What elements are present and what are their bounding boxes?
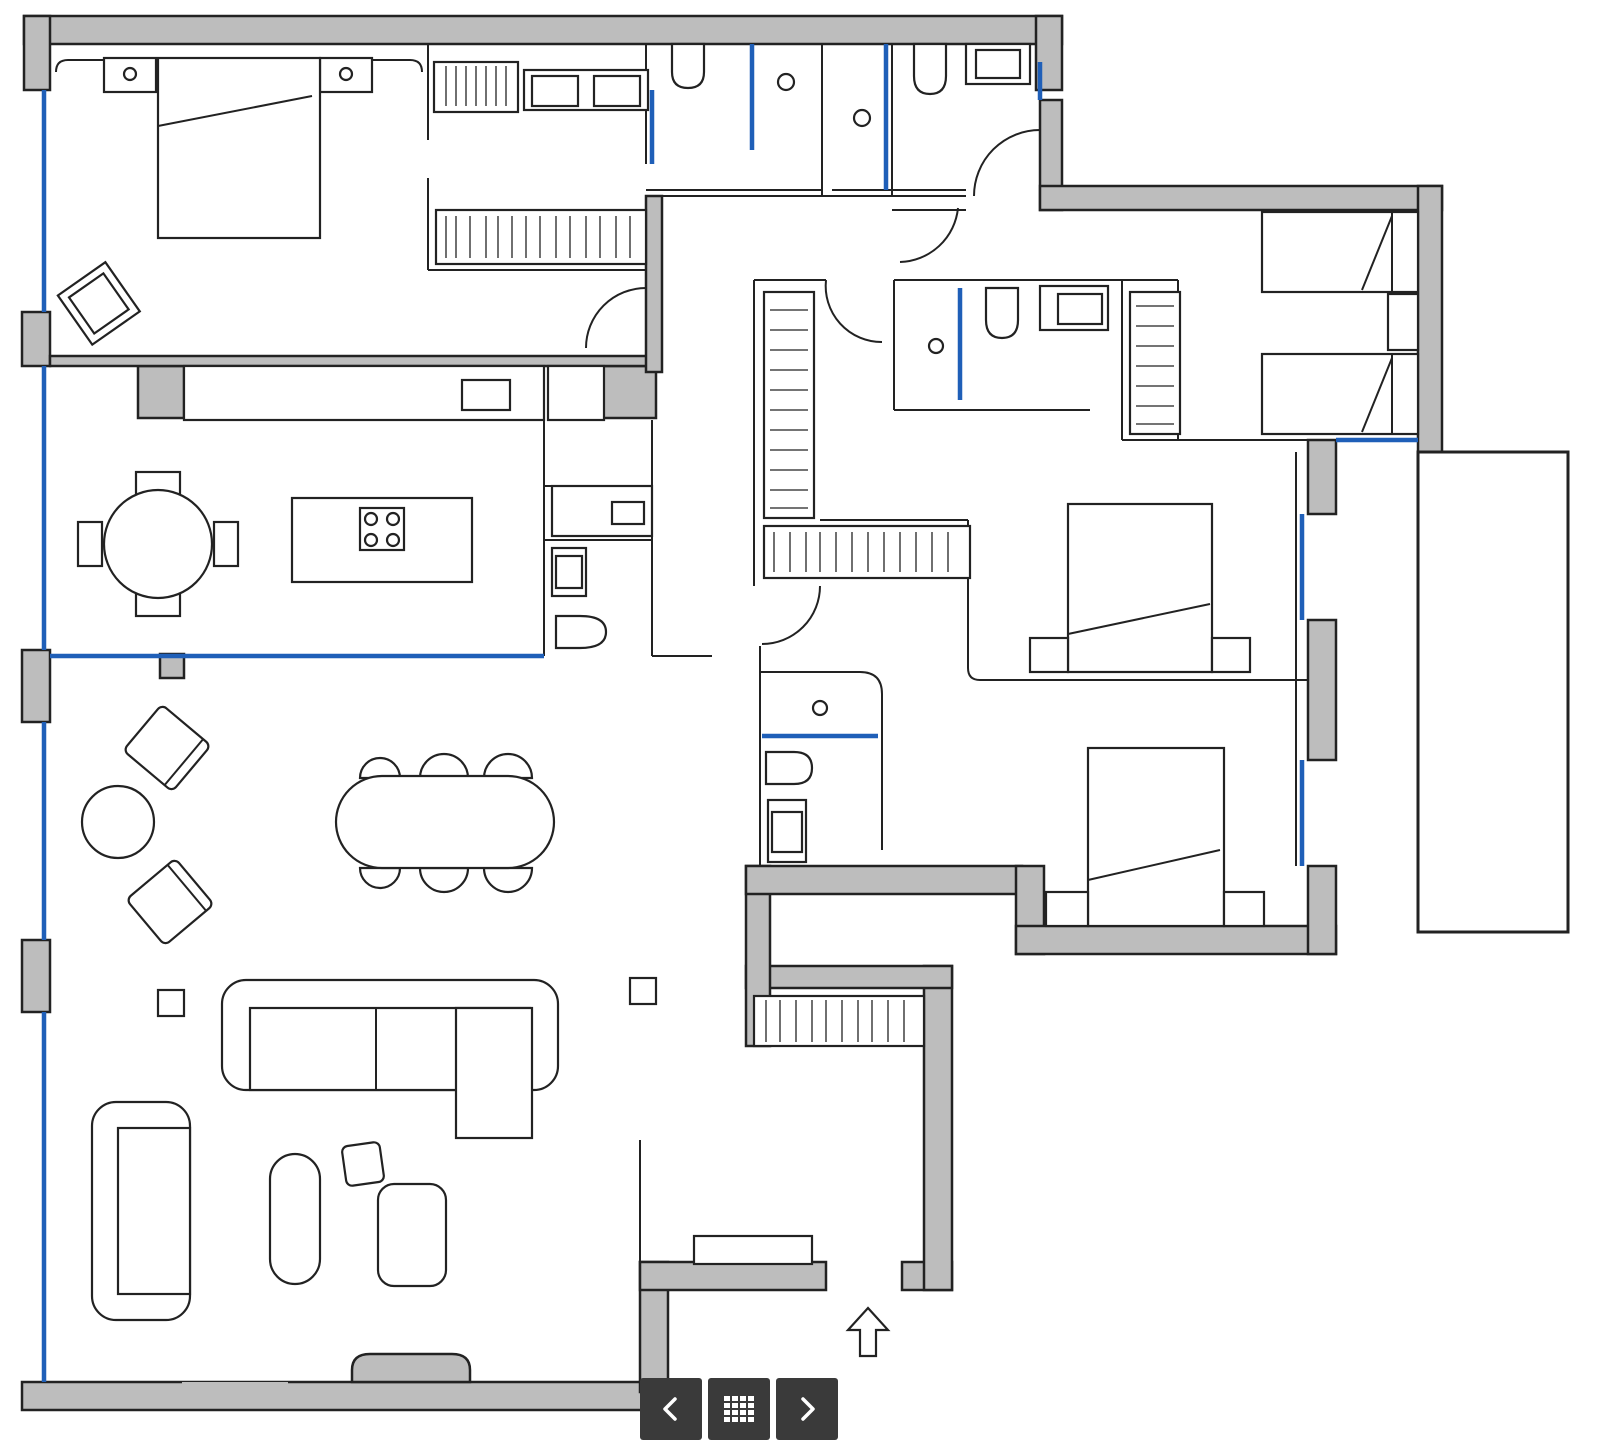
windows [41, 44, 1418, 1382]
chevron-right-icon [801, 1397, 815, 1421]
chevron-left-icon [663, 1397, 677, 1421]
doors [585, 129, 1041, 645]
kitchen [76, 364, 606, 618]
gallery-grid-button[interactable] [708, 1378, 770, 1440]
wardrobes [432, 60, 1182, 1048]
master-bedroom [55, 56, 423, 347]
grid-icon [724, 1396, 754, 1422]
arrow-up-icon [845, 1306, 891, 1358]
previous-button[interactable] [640, 1378, 702, 1440]
next-button[interactable] [776, 1378, 838, 1440]
walls [20, 14, 1570, 1412]
bathrooms [522, 42, 1110, 864]
living-room [80, 705, 814, 1322]
bedrooms [1028, 210, 1420, 928]
